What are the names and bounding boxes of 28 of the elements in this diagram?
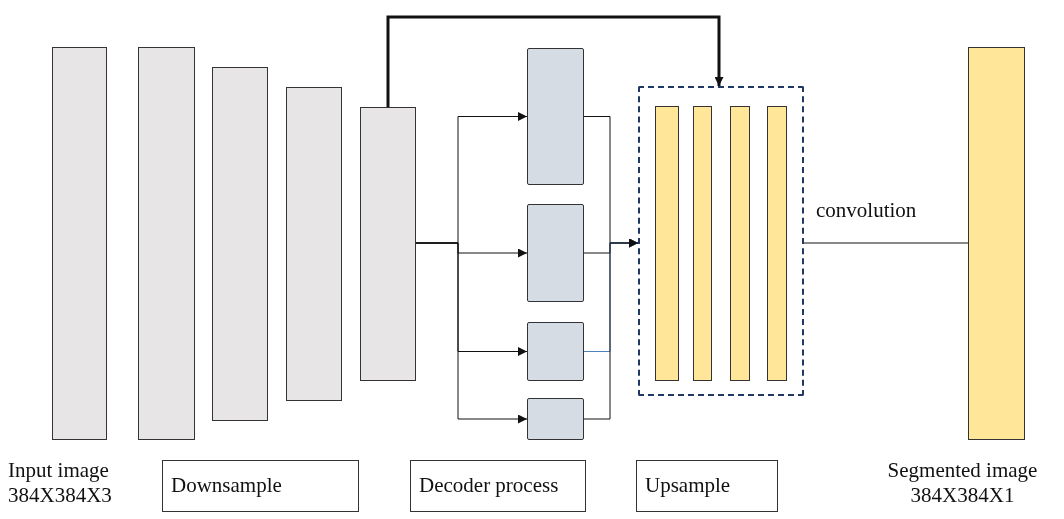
feature-bar [360, 107, 416, 381]
image-caption: Segmented image 384X384X1 [886, 458, 1039, 508]
feature-bar [286, 87, 342, 401]
image-caption: Input image 384X384X3 [8, 458, 113, 508]
section-label: Downsample [171, 473, 282, 498]
upsample-group [638, 86, 804, 396]
feature-bar [655, 106, 679, 381]
feature-bar [767, 106, 787, 381]
section-label: Decoder process [419, 473, 559, 498]
arrow [415, 242, 528, 424]
edge-label: convolution [816, 198, 917, 223]
feature-bar [212, 67, 268, 421]
feature-bar [138, 47, 195, 440]
feature-bar [693, 106, 712, 381]
decoder-box [527, 398, 584, 440]
label-box [410, 460, 586, 512]
connector-line [803, 242, 969, 244]
feature-bar [730, 106, 750, 381]
feature-bar [968, 47, 1025, 440]
arrow [386, 15, 724, 107]
decoder-box [527, 48, 584, 185]
section-label: Upsample [645, 473, 731, 498]
label-box [162, 460, 359, 512]
decoder-box [527, 322, 584, 381]
feature-bar [52, 47, 107, 440]
label-box [636, 460, 778, 512]
decoder-box [527, 204, 584, 302]
arrow [583, 238, 639, 420]
